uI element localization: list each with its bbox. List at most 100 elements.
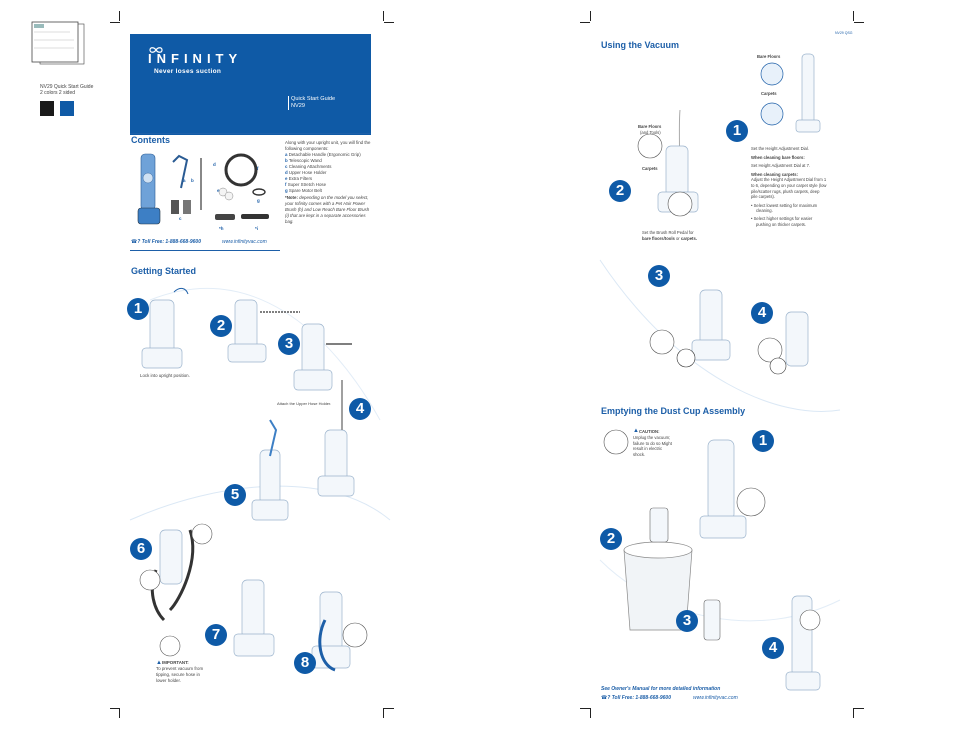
dial-instructions: Set the Height Adjustment Dial. When cle… bbox=[751, 146, 827, 227]
crop-mark bbox=[383, 11, 384, 21]
caution-text: Unplug the vacuum; failure to do so Migh… bbox=[633, 435, 672, 457]
item-key: c bbox=[285, 164, 288, 169]
guide-title: Quick Start Guide NV29 bbox=[288, 96, 335, 110]
getting-started-illustrations bbox=[139, 287, 368, 672]
brand-name: INFINITY bbox=[148, 51, 243, 66]
item-text: Spare Motor Belt bbox=[288, 188, 322, 193]
section-divider bbox=[130, 250, 280, 251]
crop-mark bbox=[590, 708, 591, 718]
phone-icon: ☎? bbox=[601, 695, 611, 701]
bare-floors-pedal-label: Bare Floors bbox=[638, 124, 662, 129]
step-8-badge: 8 bbox=[294, 652, 316, 674]
contents-heading: Contents bbox=[131, 135, 170, 145]
pedal-or: or bbox=[674, 235, 681, 241]
contents-item: d Upper Hose Holder bbox=[285, 170, 371, 176]
crop-mark bbox=[119, 708, 120, 718]
crop-mark bbox=[590, 11, 591, 21]
figure-label-b: b bbox=[191, 178, 194, 183]
figure-label-d: d bbox=[213, 162, 216, 167]
figure-label-g: g bbox=[257, 198, 260, 203]
step-4-badge: 4 bbox=[349, 398, 371, 420]
figure-label-f: f bbox=[257, 166, 259, 171]
contents-item: a Detachable Handle (Ergonomic Grip) bbox=[285, 152, 371, 158]
item-text: Telescopic Wand bbox=[288, 158, 322, 163]
when-carpets: When cleaning carpets: bbox=[751, 171, 799, 177]
crop-mark bbox=[854, 22, 864, 23]
crop-mark bbox=[110, 708, 120, 709]
getting-started-heading: Getting Started bbox=[131, 266, 197, 276]
figure-label-e: e bbox=[217, 188, 220, 193]
figure-label-h: *h bbox=[219, 226, 224, 231]
section-divider bbox=[130, 133, 371, 134]
crop-mark bbox=[580, 22, 590, 23]
carpet-instruction: Adjust the Height Adjustment Dial from 1… bbox=[751, 177, 827, 200]
bullet-lowest: • Select lowest setting for maximum clea… bbox=[751, 202, 818, 214]
note-text: depending on the model you select, your … bbox=[285, 195, 370, 224]
phone-line-right: ☎? Toll Free: 1-888-668-9600 bbox=[601, 695, 671, 701]
contents-list: Along with your upright unit, you will f… bbox=[285, 140, 371, 225]
phone-number: Toll Free: 1-888-668-9600 bbox=[141, 239, 201, 245]
item-key: f bbox=[285, 182, 287, 187]
pedal-bare: bare floors/tools bbox=[642, 235, 675, 241]
item-text: Upper Hose Holder bbox=[288, 170, 327, 175]
step-1-badge: 1 bbox=[127, 298, 149, 320]
dial-set: Set the Height Adjustment Dial. bbox=[751, 146, 809, 151]
item-text: Detachable Handle (Ergonomic Grip) bbox=[288, 152, 361, 157]
bullet-lowest-text: Select lowest setting for maximum cleani… bbox=[753, 202, 818, 214]
step-1-caption: Lock into upright position. bbox=[140, 373, 190, 378]
blue-swatch bbox=[60, 101, 74, 116]
bare-instruction: Set Height Adjustment Dial at 7. bbox=[751, 163, 811, 169]
empty-step-3-badge: 3 bbox=[676, 610, 698, 632]
website-link-right[interactable]: www.infinityvac.com bbox=[693, 695, 738, 701]
contents-item: f Super Stretch Hose bbox=[285, 182, 371, 188]
step-2-badge: 2 bbox=[210, 315, 232, 337]
item-key: g bbox=[285, 188, 288, 193]
contents-item: g Spare Motor Belt bbox=[285, 188, 371, 194]
figure-label-i: *i bbox=[255, 226, 259, 231]
emptying-illustrations bbox=[603, 429, 821, 691]
contents-item: b Telescopic Wand bbox=[285, 158, 371, 164]
doc-spec: 2 colors 2 sided bbox=[40, 90, 76, 96]
components-figure bbox=[137, 153, 269, 225]
crop-mark bbox=[119, 11, 120, 21]
note-label: *Note: bbox=[285, 195, 298, 200]
warning-icon: ▲ bbox=[156, 660, 162, 666]
black-swatch bbox=[40, 101, 54, 116]
thumbnail-icon bbox=[31, 21, 85, 65]
step-7-badge: 7 bbox=[205, 624, 227, 646]
caution-icon: ▲ bbox=[633, 428, 639, 434]
crop-mark bbox=[854, 708, 864, 709]
crop-mark bbox=[580, 708, 590, 709]
infinity-logo-icon bbox=[149, 47, 163, 53]
item-key: e bbox=[285, 176, 288, 181]
crop-mark bbox=[853, 708, 854, 718]
item-key: a bbox=[285, 152, 288, 157]
phone-icon: ☎? bbox=[131, 239, 141, 245]
step-3-caption: Attach the Upper Hose Holder. bbox=[277, 401, 332, 406]
empty-step-2-badge: 2 bbox=[600, 528, 622, 550]
crop-mark bbox=[853, 11, 854, 21]
when-bare: When cleaning bare floors: bbox=[751, 154, 805, 160]
guide-title-line1: Quick Start Guide bbox=[291, 96, 336, 102]
item-key: d bbox=[285, 170, 288, 175]
contents-illustration: a b c d e f g *h *i bbox=[131, 148, 281, 238]
website-link-left[interactable]: www.infinityvac.com bbox=[222, 239, 267, 245]
phone-line-left: ☎? Toll Free: 1-888-668-9600 bbox=[131, 239, 201, 245]
bullet-higher: • Select higher settings for easier push… bbox=[751, 215, 813, 227]
pedal-caption-line1: Set the Brush Roll Pedal for bbox=[642, 230, 694, 235]
emptying-heading: Emptying the Dust Cup Assembly bbox=[601, 406, 746, 416]
caution-label: CAUTION: bbox=[639, 429, 660, 434]
using-step-3-badge: 3 bbox=[648, 265, 670, 287]
doc-name: NV29 Quick Start Guide bbox=[40, 84, 94, 90]
item-text: Extra Filters bbox=[288, 176, 313, 181]
pedal-caption-line2: bare floors/tools or carpets. bbox=[642, 236, 712, 242]
phone-number: Toll Free: 1-888-668-9600 bbox=[611, 695, 671, 701]
empty-step-4-badge: 4 bbox=[762, 637, 784, 659]
contents-item: c Cleaning Attachments bbox=[285, 164, 371, 170]
brand-hero: INFINITY Never loses suction Quick Start… bbox=[130, 34, 371, 135]
using-illustrations bbox=[637, 53, 821, 375]
contents-note: *Note: depending on the model you select… bbox=[285, 195, 371, 225]
guide-model: NV29 bbox=[291, 103, 305, 109]
carpets-pedal-label: Carpets bbox=[642, 166, 658, 171]
bare-floors-dial-label: Bare Floors bbox=[757, 54, 781, 59]
